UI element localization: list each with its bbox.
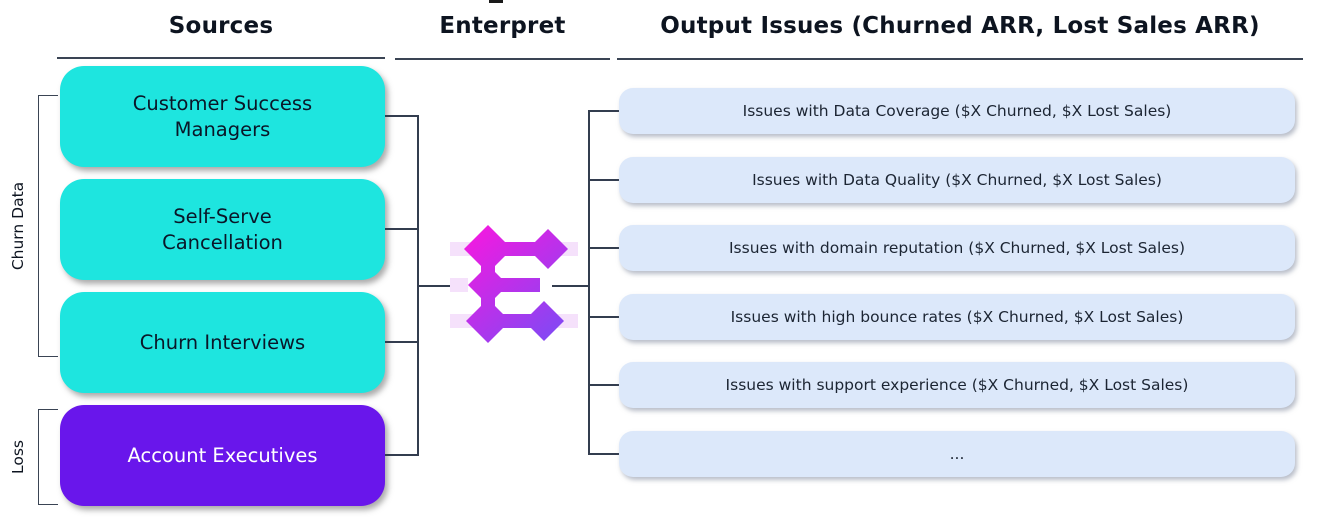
- logo-e-glyph: [464, 225, 568, 343]
- connector-left-to-logo: [417, 285, 450, 287]
- connector-logo-to-right: [552, 285, 590, 287]
- output-box-label: ...: [949, 445, 965, 463]
- cropped-text-artifact: [489, 0, 503, 3]
- output-box-label: Issues with support experience ($X Churn…: [725, 376, 1189, 394]
- output-box-support-experience: Issues with support experience ($X Churn…: [619, 362, 1295, 408]
- enterpret-underline: [395, 58, 610, 60]
- connector-output-2: [588, 179, 620, 181]
- source-box-self-serve-cancellation: Self-Serve Cancellation: [60, 179, 385, 280]
- output-box-label: Issues with Data Coverage ($X Churned, $…: [742, 102, 1172, 120]
- output-box-label: Issues with Data Quality ($X Churned, $X…: [752, 171, 1162, 189]
- output-box-domain-reputation: Issues with domain reputation ($X Churne…: [619, 225, 1295, 271]
- source-box-label: Customer Success Managers: [132, 92, 313, 141]
- source-box-label: Churn Interviews: [139, 330, 306, 354]
- connector-output-3: [588, 247, 620, 249]
- churn-data-bracket: [38, 95, 58, 357]
- output-box-data-quality: Issues with Data Quality ($X Churned, $X…: [619, 157, 1295, 203]
- source-box-customer-success-managers: Customer Success Managers: [60, 66, 385, 167]
- sources-header: Sources: [168, 13, 274, 39]
- churn-data-label: Churn Data: [9, 181, 27, 271]
- connector-right-bus: [588, 110, 590, 455]
- source-box-churn-interviews: Churn Interviews: [60, 292, 385, 393]
- connector-source-3: [385, 341, 419, 343]
- connector-output-1: [588, 110, 620, 112]
- source-box-account-executives: Account Executives: [60, 405, 385, 506]
- connector-output-4: [588, 316, 620, 318]
- connector-source-4: [385, 454, 419, 456]
- output-box-label: Issues with high bounce rates ($X Churne…: [730, 308, 1184, 326]
- output-box-data-coverage: Issues with Data Coverage ($X Churned, $…: [619, 88, 1295, 134]
- enterpret-logo: [450, 225, 578, 343]
- output-issues-header: Output Issues (Churned ARR, Lost Sales A…: [660, 13, 1260, 39]
- output-box-high-bounce-rates: Issues with high bounce rates ($X Churne…: [619, 294, 1295, 340]
- source-box-label: Account Executives: [127, 443, 318, 467]
- connector-output-5: [588, 384, 620, 386]
- loss-bracket: [38, 409, 58, 505]
- output-box-ellipsis: ...: [619, 431, 1295, 477]
- enterpret-header: Enterpret: [439, 13, 566, 39]
- output-issues-underline: [617, 58, 1303, 60]
- loss-label: Loss: [9, 440, 27, 474]
- source-box-label: Self-Serve Cancellation: [162, 205, 283, 254]
- connector-output-6: [588, 453, 620, 455]
- sources-underline: [57, 57, 385, 59]
- output-box-label: Issues with domain reputation ($X Churne…: [728, 239, 1185, 257]
- connector-source-2: [385, 228, 419, 230]
- connector-source-1: [385, 115, 419, 117]
